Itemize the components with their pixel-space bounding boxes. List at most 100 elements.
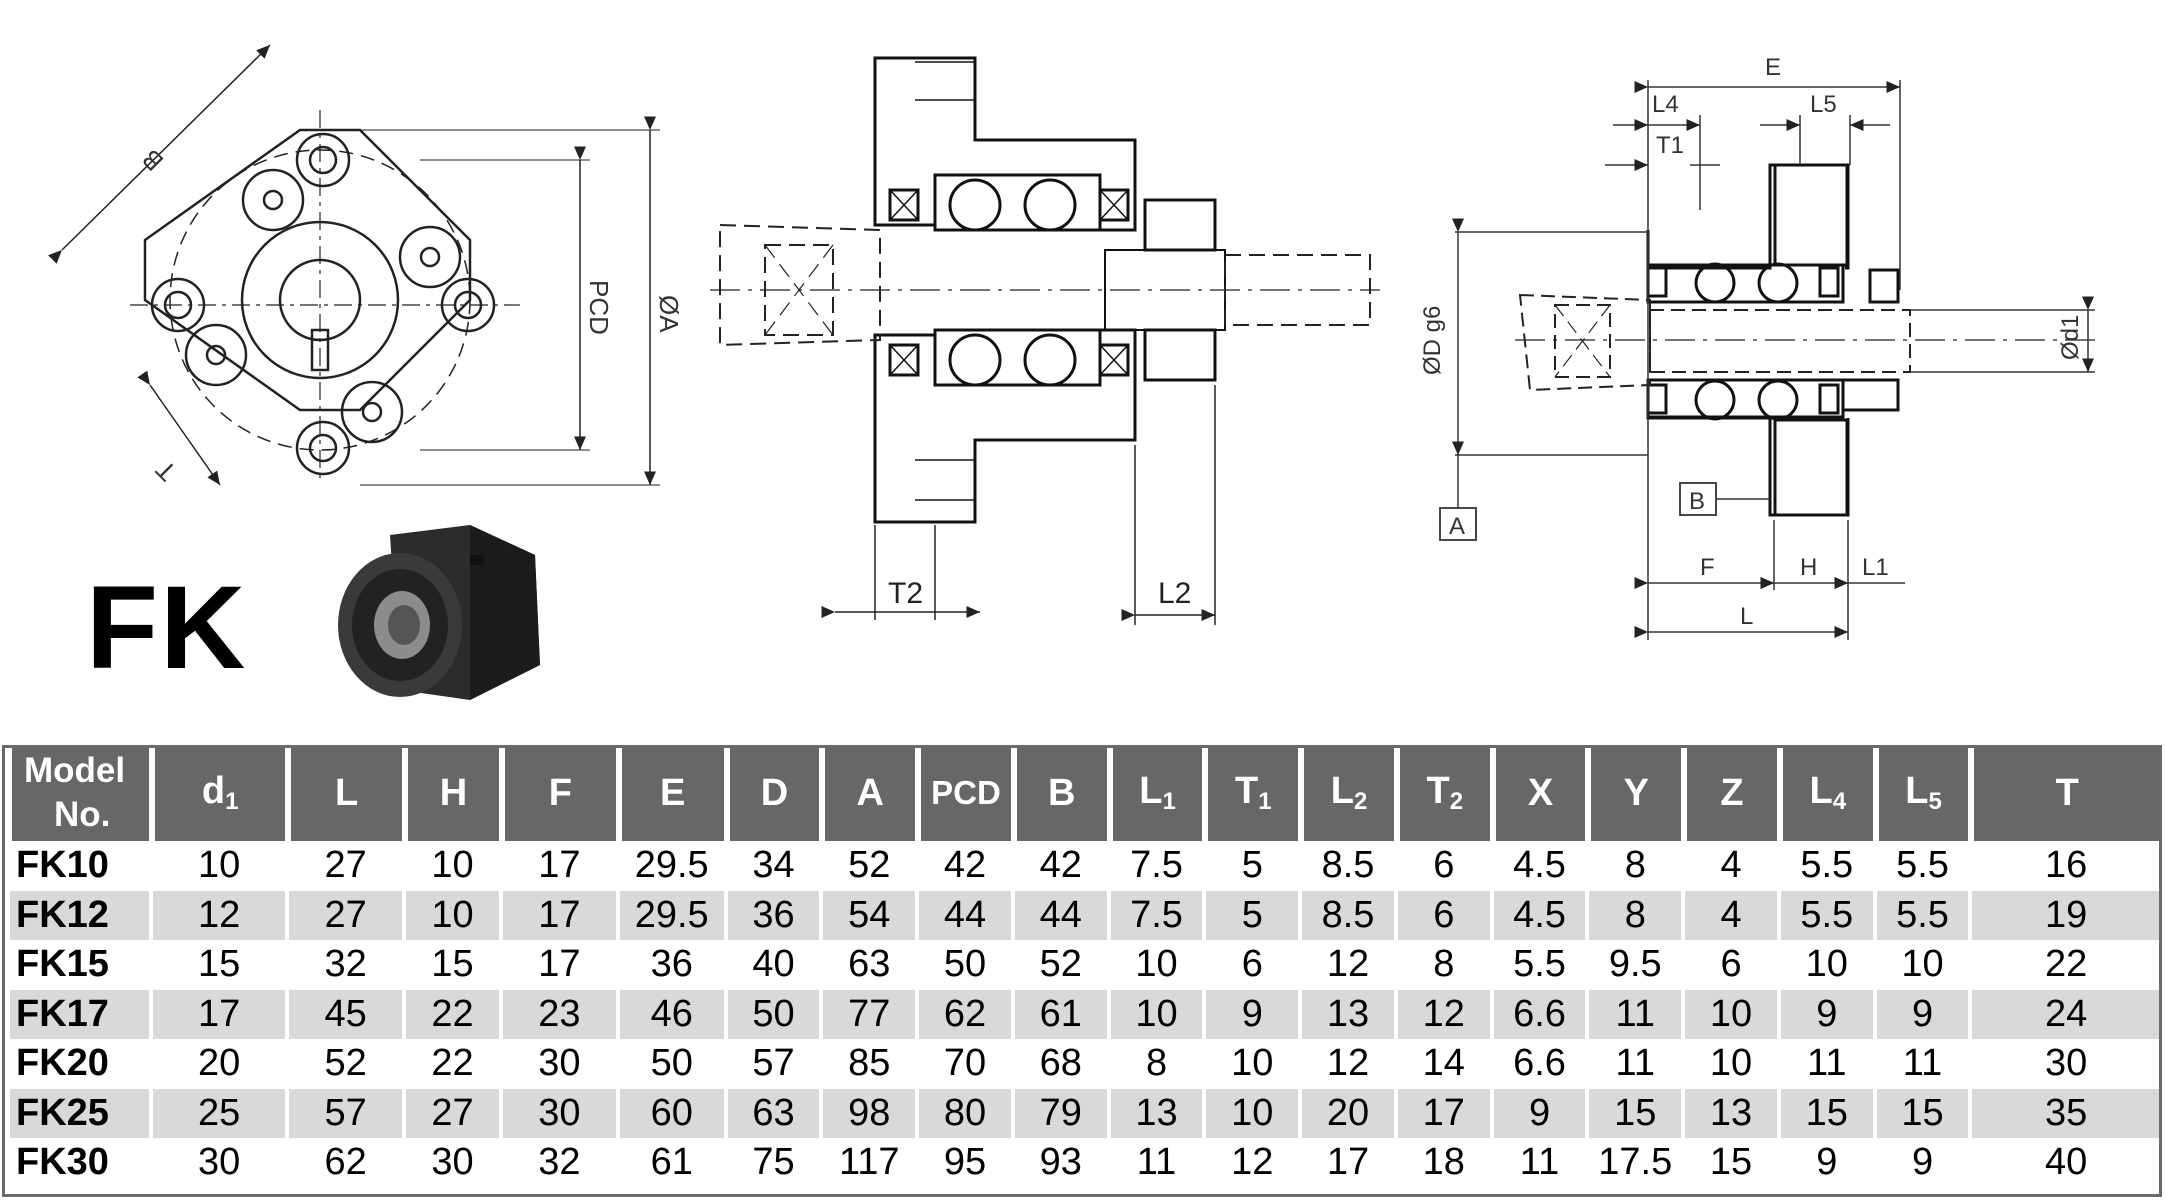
table-cell: 30 bbox=[2045, 1042, 2088, 1085]
header-x: X bbox=[1493, 745, 1586, 841]
header-base: T bbox=[1426, 770, 1450, 812]
table-cell: 68 bbox=[1039, 1042, 1082, 1085]
table-cell: 8.5 bbox=[1302, 890, 1394, 940]
header-subscript: 4 bbox=[1832, 788, 1847, 815]
table-cell: 12 bbox=[1326, 943, 1370, 986]
product-photo bbox=[330, 515, 548, 713]
table-cell: 80 bbox=[919, 1088, 1011, 1138]
table-cell: 10 bbox=[1805, 943, 1848, 986]
label-l5: L5 bbox=[1810, 91, 1837, 118]
label-d: ØD g6 bbox=[1419, 306, 1446, 375]
header-e: E bbox=[619, 745, 724, 841]
table-cell: 16 bbox=[2045, 844, 2088, 887]
table-cell: 13 bbox=[1110, 1088, 1203, 1138]
label-h: H bbox=[1800, 554, 1817, 581]
header-base: L bbox=[1809, 770, 1833, 812]
table-cell: 10 bbox=[1685, 989, 1777, 1039]
header-b: B bbox=[1014, 745, 1107, 841]
table-cell: 5.5 bbox=[1896, 844, 1949, 887]
label-d1: Ød1 bbox=[2057, 315, 2084, 360]
table-cell: 9.5 bbox=[1608, 943, 1662, 986]
table-cell: 11 bbox=[1902, 1042, 1943, 1085]
table-cell: 10 bbox=[1901, 943, 1944, 986]
label-t2: T2 bbox=[888, 577, 923, 610]
table-cell: 27 bbox=[289, 890, 403, 940]
section-labels: T2 L2 bbox=[888, 577, 1191, 610]
header-t1: T1 bbox=[1206, 745, 1299, 841]
section-view-drawing bbox=[873, 56, 1226, 524]
side-labels: E L4 T1 L5 ØD g6 Ød1 A B F H L1 L bbox=[1419, 54, 2084, 630]
table-cell: 85 bbox=[848, 1042, 891, 1085]
header-base: B bbox=[1048, 771, 1076, 814]
table-cell: 6 bbox=[1720, 943, 1742, 986]
header-y: Y bbox=[1589, 745, 1682, 841]
header-base: H bbox=[439, 771, 468, 814]
table-cell: 30 bbox=[538, 1042, 581, 1085]
table-cell: 17 bbox=[502, 890, 616, 940]
product-title: FK bbox=[86, 562, 248, 694]
table-cell: 12 bbox=[1397, 989, 1490, 1039]
table-cell: 62 bbox=[324, 1141, 367, 1184]
table-cell: 60 bbox=[619, 1088, 724, 1138]
table-cell: 75 bbox=[752, 1141, 795, 1184]
table-cell: 9 bbox=[1876, 989, 1969, 1039]
table-cell: 27 bbox=[406, 1088, 499, 1138]
header-l2: L2 bbox=[1302, 745, 1394, 841]
table-cell: 29.5 bbox=[619, 890, 724, 940]
table-cell: 9 bbox=[1780, 989, 1873, 1039]
cell-model: FK17 bbox=[10, 989, 150, 1039]
table-cell: 62 bbox=[919, 989, 1011, 1039]
header-model-line2: No. bbox=[54, 795, 111, 834]
table-cell: 15 bbox=[431, 943, 474, 986]
table-cell: 29.5 bbox=[634, 844, 709, 887]
table-cell: 79 bbox=[1014, 1088, 1107, 1138]
table-cell: 13 bbox=[1302, 989, 1394, 1039]
table-cell: 8 bbox=[1145, 1042, 1168, 1085]
table-cell: 9 bbox=[1816, 1141, 1838, 1184]
table-cell: 22 bbox=[406, 989, 499, 1039]
technical-drawings: B PCD ØA T bbox=[48, 44, 2100, 713]
table-cell: 22 bbox=[2045, 943, 2088, 986]
header-base: L bbox=[1905, 770, 1929, 812]
table-cell: 17 bbox=[153, 989, 286, 1039]
table-cell: 13 bbox=[1685, 1088, 1777, 1138]
table-cell: 34 bbox=[752, 844, 795, 887]
table-cell: 63 bbox=[848, 943, 891, 986]
label-l4: L4 bbox=[1652, 91, 1679, 118]
header-base: A bbox=[856, 771, 884, 814]
header-pcd: PCD bbox=[919, 745, 1011, 841]
table-cell: 12 bbox=[153, 890, 286, 940]
label-t: T bbox=[150, 454, 183, 487]
table-cell: 14 bbox=[1422, 1042, 1465, 1085]
table-cell: 42 bbox=[943, 844, 987, 887]
table-cell: 54 bbox=[823, 890, 916, 940]
table-cell: 17 bbox=[538, 943, 581, 986]
table-cell: 6.6 bbox=[1493, 989, 1586, 1039]
table-cell: 57 bbox=[752, 1042, 795, 1085]
table-cell: 5.5 bbox=[1876, 890, 1969, 940]
table-cell: 5.5 bbox=[1780, 890, 1873, 940]
table-cell: 10 bbox=[198, 844, 241, 887]
front-view-drawing bbox=[48, 44, 660, 486]
table-cell: 17 bbox=[1397, 1088, 1490, 1138]
table-cell: 36 bbox=[727, 890, 820, 940]
label-ref-b: B bbox=[1689, 488, 1705, 515]
table-cell: 61 bbox=[1014, 989, 1107, 1039]
label-ref-a: A bbox=[1449, 513, 1465, 540]
table-cell: 10 bbox=[1110, 989, 1203, 1039]
table-cell: 63 bbox=[727, 1088, 820, 1138]
label-f: F bbox=[1700, 554, 1715, 581]
header-t: T bbox=[1972, 745, 2160, 841]
table-cell: 12 bbox=[1326, 1042, 1370, 1085]
section-shaft bbox=[710, 223, 1380, 347]
table-cell: 52 bbox=[324, 1042, 367, 1085]
table-cell: 40 bbox=[752, 943, 795, 986]
table-cell: 10 bbox=[1206, 1088, 1299, 1138]
header-base: T bbox=[2055, 771, 2079, 814]
table-cell: 11 bbox=[1519, 1141, 1560, 1184]
